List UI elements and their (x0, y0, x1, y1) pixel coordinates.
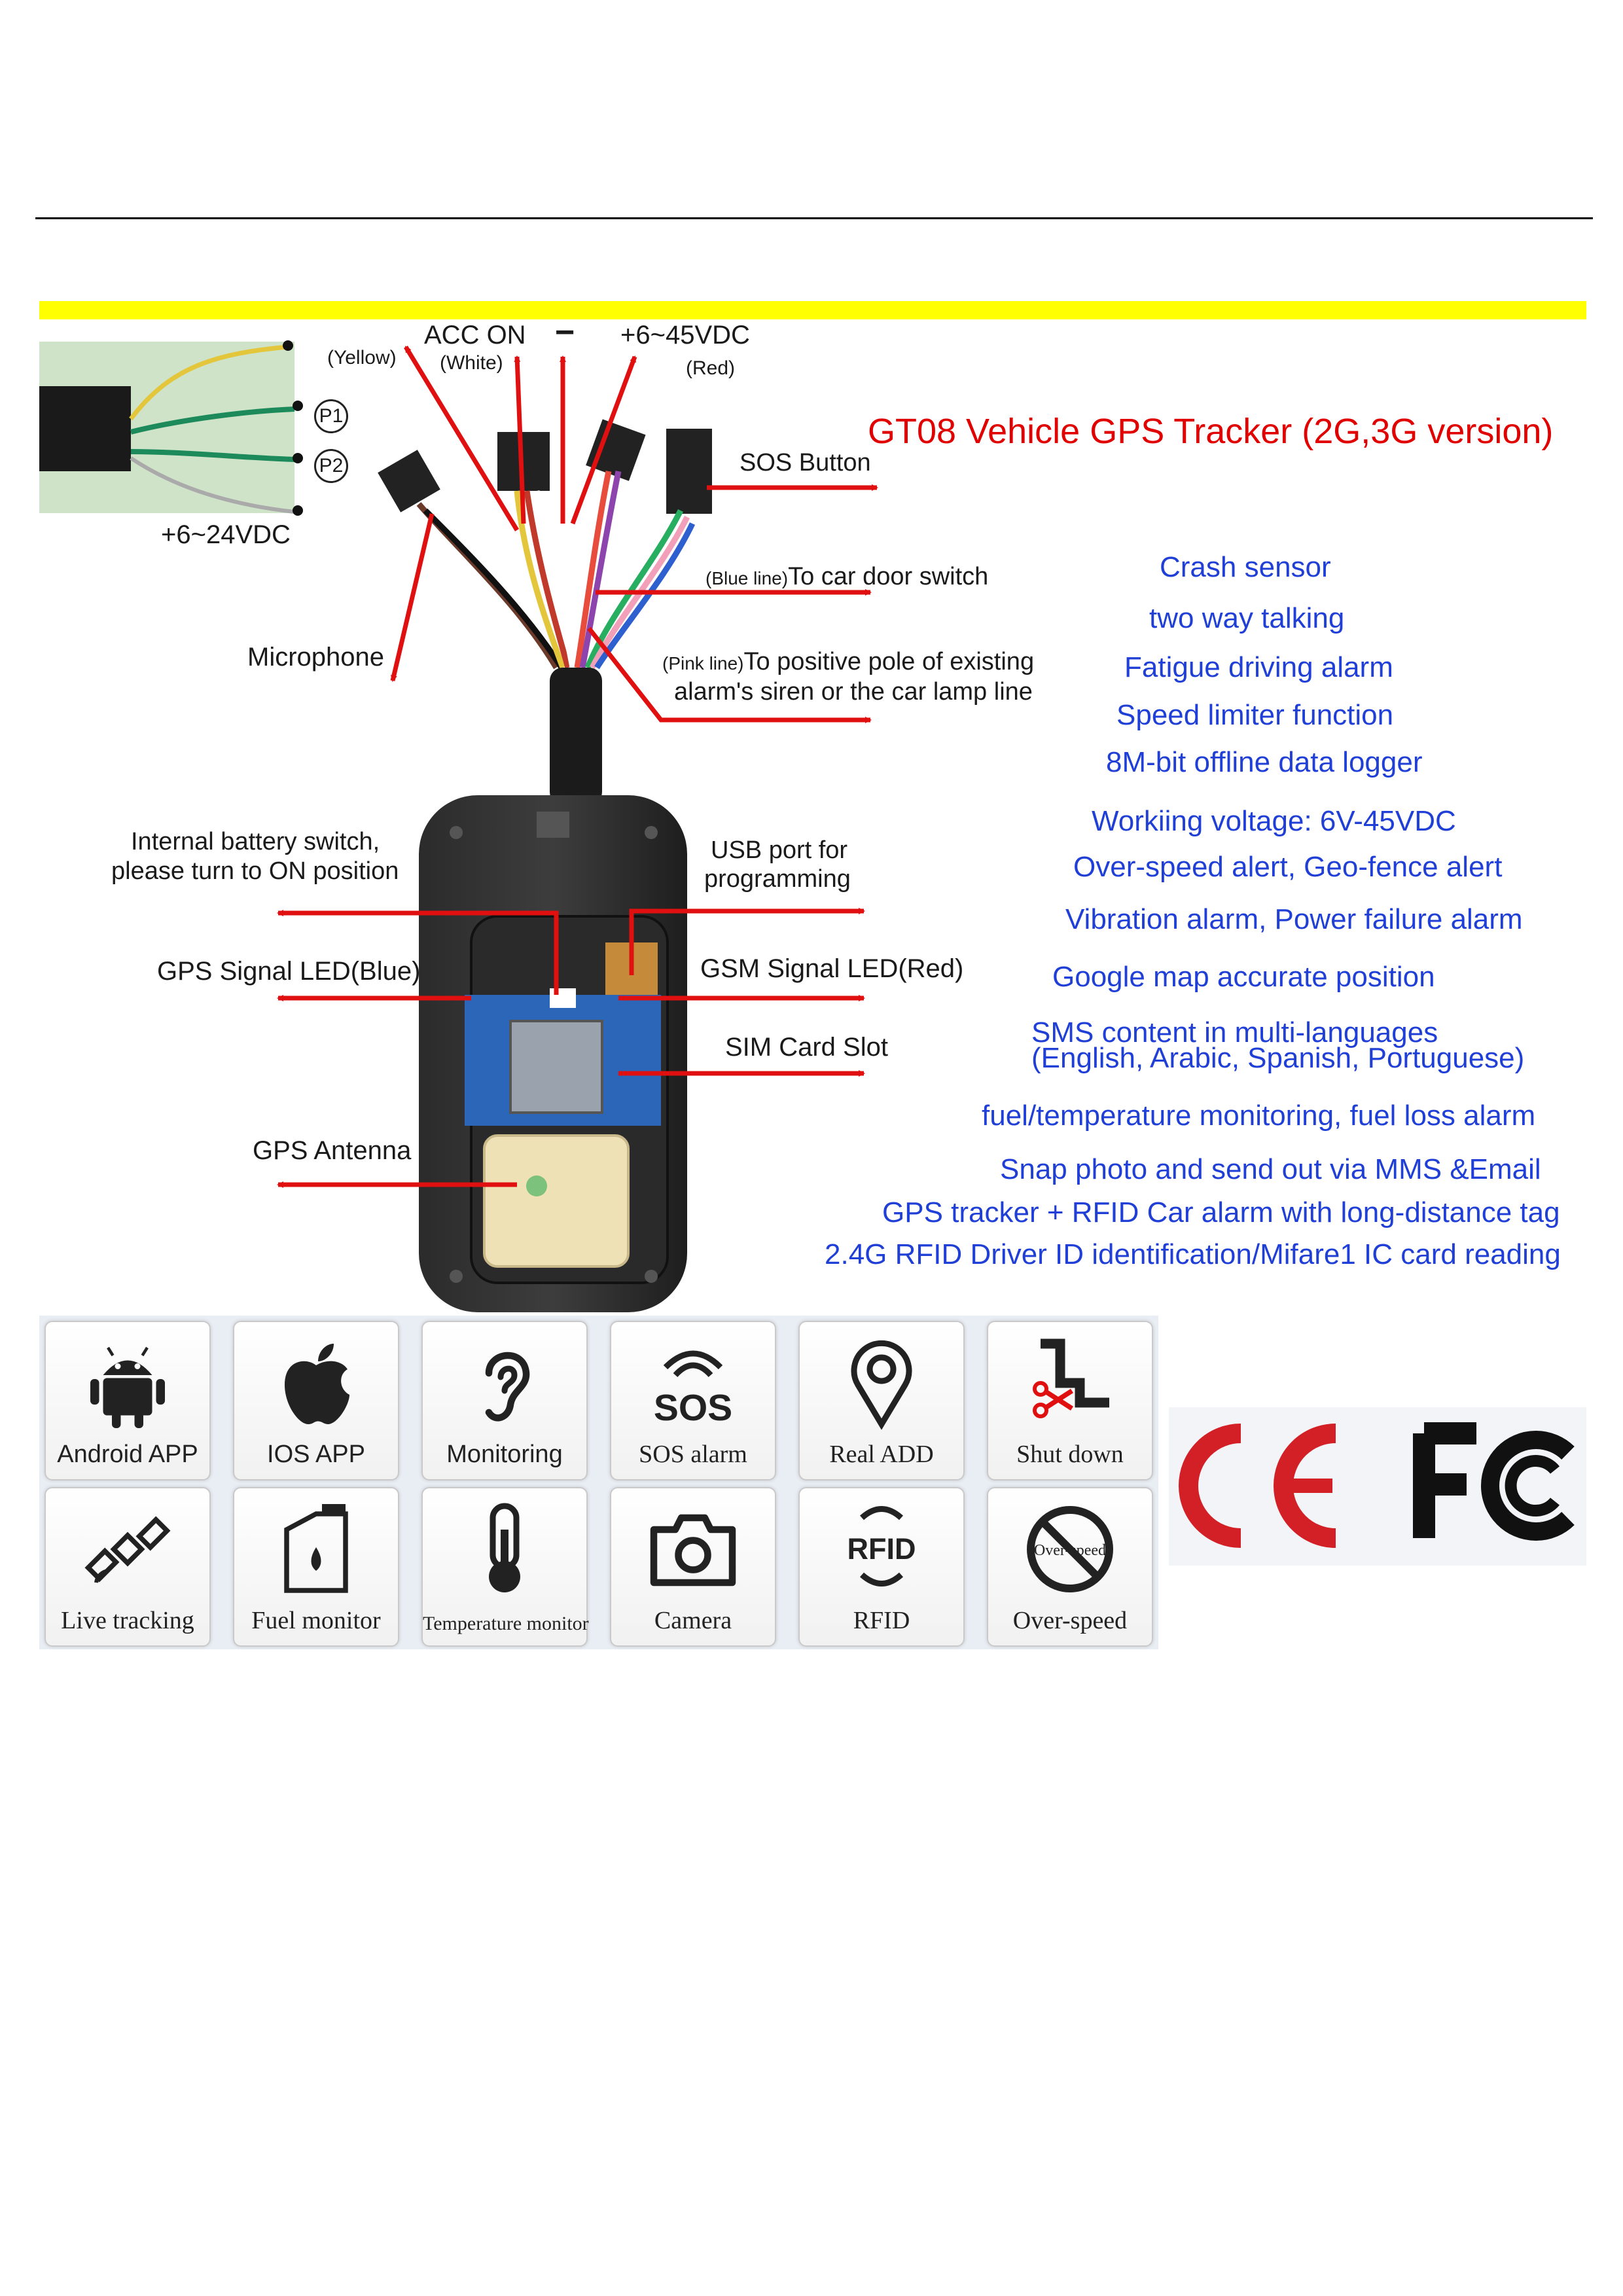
tile-fuel-monitor: Fuel monitor (233, 1487, 399, 1647)
feature-item: Google map accurate position (1052, 961, 1435, 993)
feature-item: GPS tracker + RFID Car alarm with long-d… (882, 1196, 1560, 1229)
tile-android-app: Android APP (45, 1321, 211, 1480)
tile-label: Camera (654, 1607, 732, 1634)
label-yellow-wire: (Yellow) (327, 347, 397, 368)
label-battery-switch-note: please turn to ON position (111, 857, 399, 885)
tile-label: Shut down (1016, 1441, 1124, 1468)
map-pin-icon (851, 1340, 912, 1430)
label-power-6-24vdc: +6~24VDC (161, 520, 291, 549)
label-gsm-led: GSM Signal LED(Red) (700, 954, 964, 983)
tile-label: SOS alarm (639, 1441, 747, 1468)
label-white-wire: (White) (440, 352, 503, 374)
feature-item: 2.4G RFID Driver ID identification/Mifar… (825, 1238, 1561, 1270)
tile-label: Temperature monitor (423, 1613, 589, 1634)
feature-item: fuel/temperature monitoring, fuel loss a… (982, 1100, 1536, 1132)
tile-label: Monitoring (446, 1441, 563, 1468)
tile-real-add: Real ADD (798, 1321, 965, 1480)
tile-shut-down: Shut down (987, 1321, 1153, 1480)
feature-item: (English, Arabic, Spanish, Portuguese) (1031, 1042, 1525, 1074)
label-p1: P1 (314, 399, 348, 433)
feature-item: Snap photo and send out via MMS &Email (1000, 1153, 1541, 1185)
connector-photo (39, 340, 303, 516)
rfid-icon: RFID (847, 1506, 916, 1587)
feature-item: Over-speed alert, Geo-fence alert (1073, 851, 1503, 883)
camera-icon (650, 1514, 736, 1587)
label-red-wire: (Red) (686, 357, 736, 379)
tile-label: Real ADD (829, 1441, 934, 1468)
feature-item: Speed limiter function (1116, 699, 1394, 731)
cut-wire-icon (1033, 1338, 1109, 1418)
tracker-device-body (419, 795, 687, 1312)
tile-camera: Camera (610, 1487, 776, 1647)
certification-logos (1169, 1407, 1586, 1566)
tile-label: Fuel monitor (251, 1607, 381, 1634)
tile-monitoring: Monitoring (421, 1321, 588, 1480)
label-minus: − (555, 314, 575, 351)
label-p2: P2 (314, 449, 348, 483)
apple-icon (285, 1344, 349, 1424)
yellow-highlight-band (39, 301, 1586, 319)
ce-fcc-logo (1179, 1422, 1575, 1548)
feature-item: Crash sensor (1160, 551, 1331, 583)
feature-item: SMS content in multi-languages (1031, 1016, 1438, 1049)
label-usb-programming: programming (704, 865, 851, 893)
tile-temperature-monitor: Temperature monitor (421, 1487, 589, 1647)
label-sos-button: SOS Button (740, 449, 871, 476)
feature-item: Fatigue driving alarm (1124, 651, 1393, 683)
no-overspeed-icon: Over-speed (1027, 1506, 1113, 1592)
sos-icon: SOS (654, 1350, 732, 1429)
tile-label: IOS APP (267, 1441, 365, 1468)
tile-label: Over-speed (1012, 1607, 1128, 1634)
feature-item: Vibration alarm, Power failure alarm (1065, 903, 1523, 935)
ear-icon (485, 1352, 530, 1422)
feature-item: Workiing voltage: 6V-45VDC (1092, 805, 1456, 837)
wire-bundle (416, 471, 696, 670)
sos-icon-text: SOS (654, 1387, 732, 1429)
feature-item: 8M-bit offline data logger (1106, 746, 1423, 778)
cable-sheath (550, 668, 602, 805)
label-microphone: Microphone (247, 643, 385, 672)
thermometer-icon (489, 1503, 520, 1592)
tile-live-tracking: Live tracking (45, 1487, 211, 1647)
tile-label: RFID (853, 1607, 910, 1634)
tile-over-speed: Over-speed Over-speed (987, 1487, 1153, 1647)
label-power-6-45vdc: +6~45VDC (620, 321, 750, 350)
label-battery-switch: Internal battery switch, (131, 828, 380, 855)
feature-icons-strip (39, 1316, 1158, 1649)
tile-label: Android APP (57, 1441, 198, 1468)
product-title: GT08 Vehicle GPS Tracker (2G,3G version) (868, 412, 1554, 451)
tile-label: Live tracking (61, 1607, 194, 1634)
rfid-icon-text: RFID (847, 1532, 916, 1566)
tile-rfid: RFID RFID (798, 1487, 965, 1647)
label-gps-led: GPS Signal LED(Blue) (157, 957, 421, 986)
fuel-can-icon (284, 1504, 348, 1593)
label-acc-on: ACC ON (424, 321, 526, 350)
feature-item: two way talking (1149, 602, 1345, 634)
label-pink-line-continued: alarm's siren or the car lamp line (674, 678, 1033, 706)
label-blue-line: (Blue line)To car door switch (705, 563, 989, 590)
android-icon (90, 1346, 165, 1428)
satellite-icon (84, 1516, 171, 1583)
label-gps-antenna: GPS Antenna (253, 1136, 412, 1165)
label-pink-line: (Pink line)To positive pole of existing (662, 648, 1035, 675)
device-illustration (39, 340, 878, 1312)
tile-sos-alarm: SOS SOS alarm (610, 1321, 776, 1480)
no-overspeed-icon-text: Over-speed (1034, 1542, 1106, 1559)
label-usb-port: USB port for (711, 836, 848, 864)
pointer-arrows (277, 346, 878, 1188)
wire-connectors (378, 419, 712, 514)
top-rule (35, 217, 1593, 219)
label-sim-slot: SIM Card Slot (725, 1033, 888, 1062)
tile-ios-app: IOS APP (233, 1321, 399, 1480)
